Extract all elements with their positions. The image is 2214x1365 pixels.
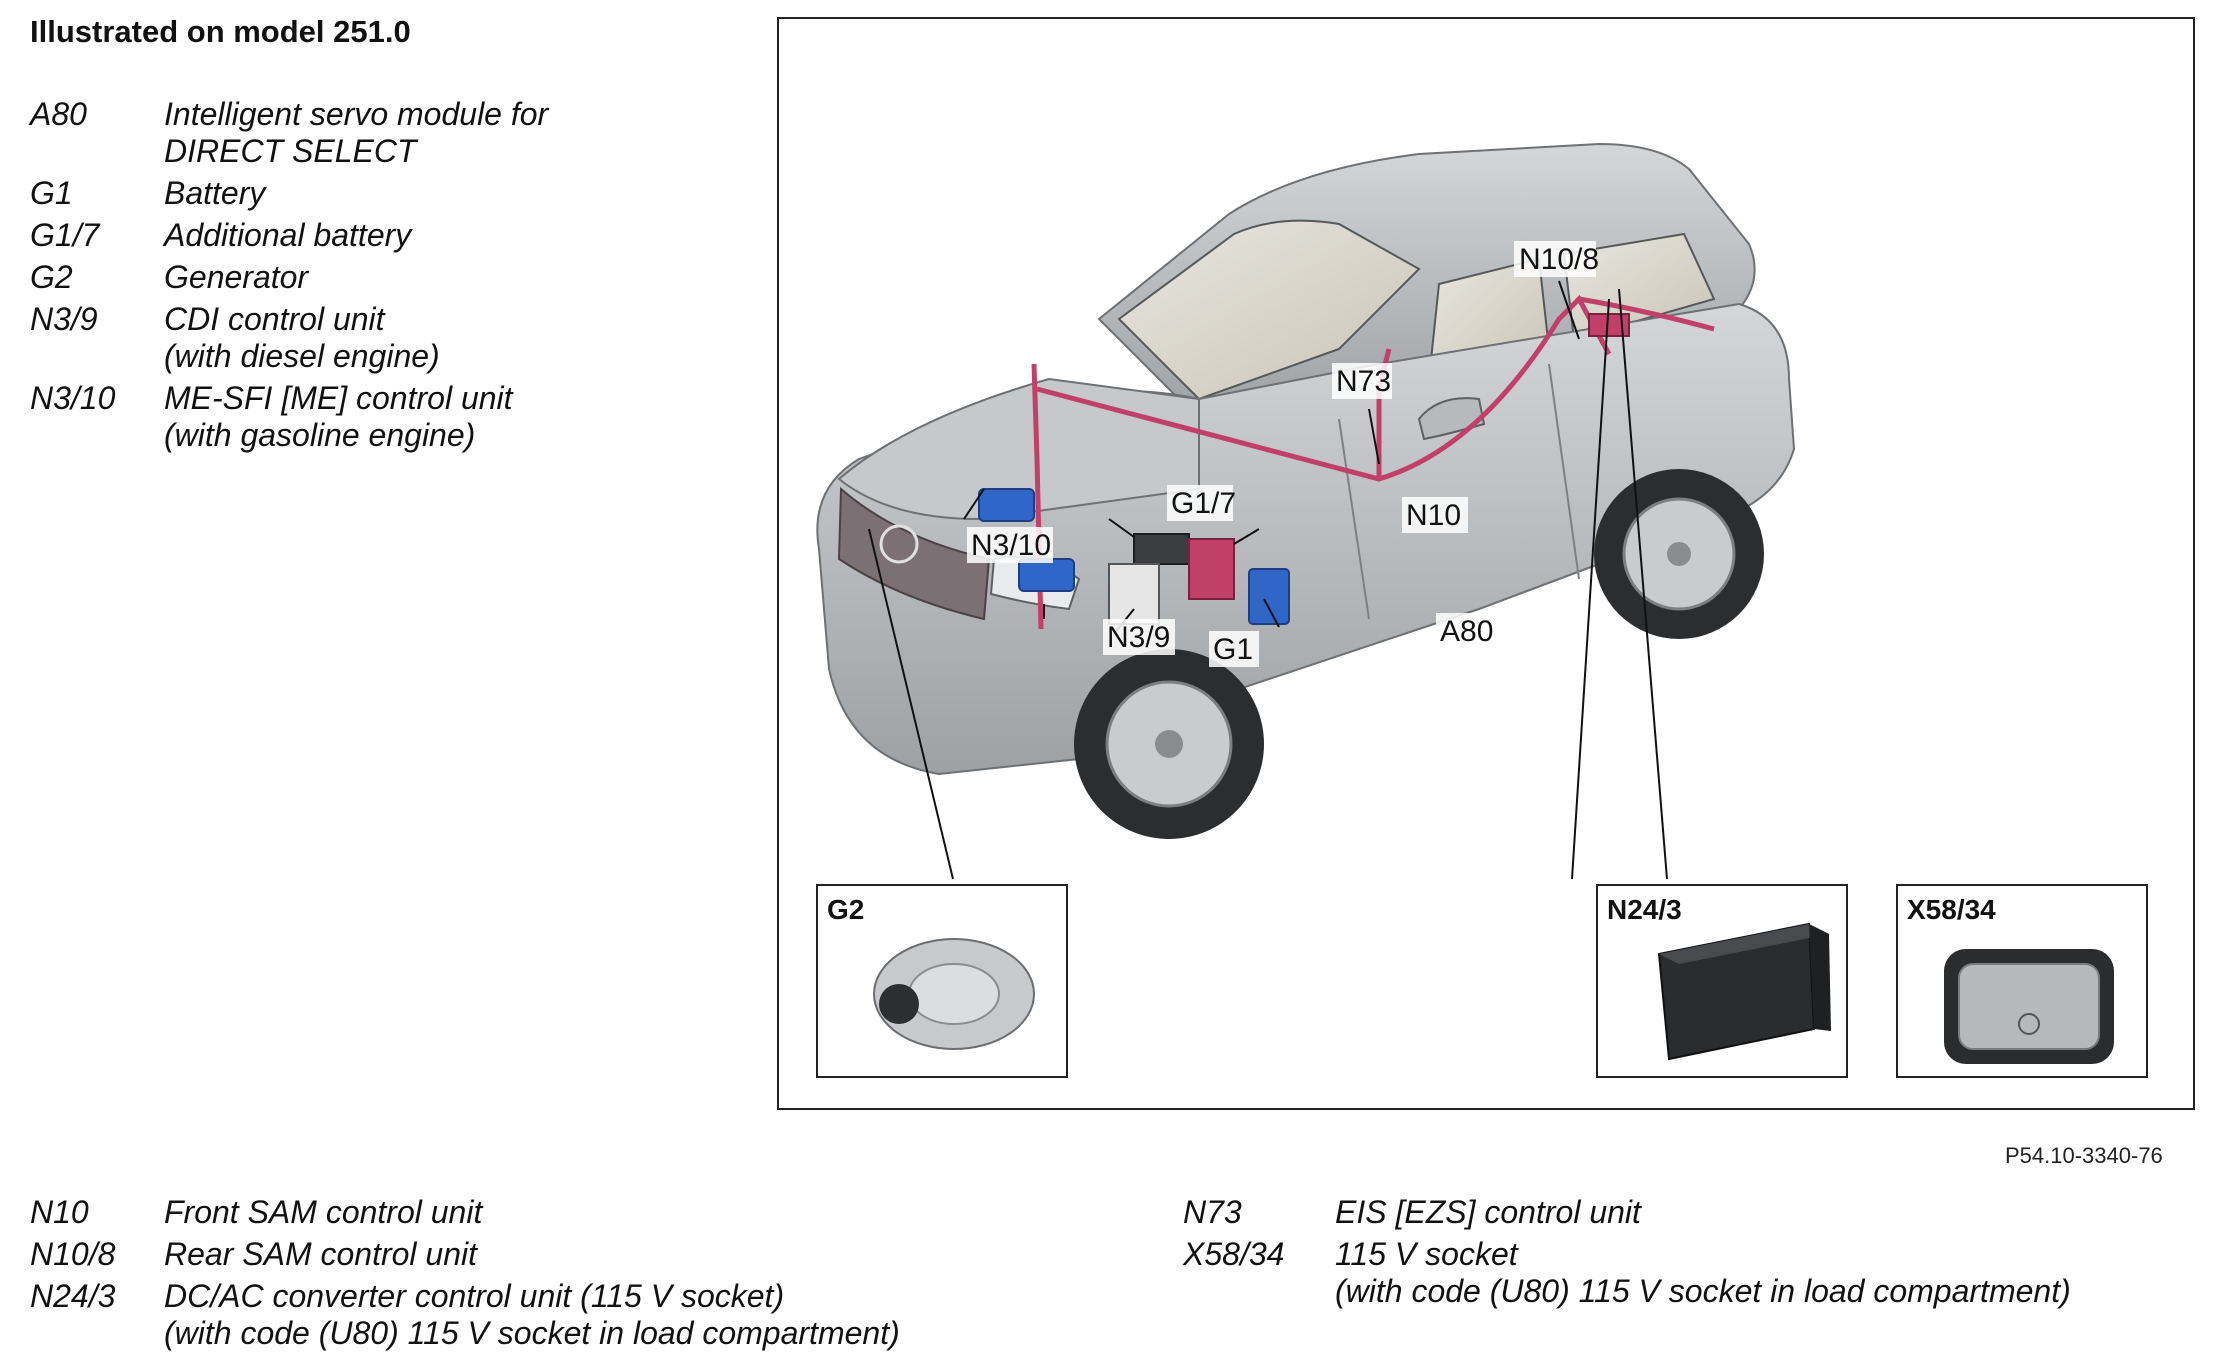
callout-n3-10: N3/10 [971, 529, 1051, 562]
callout-g1-7: G1/7 [1171, 487, 1236, 520]
legend-code: N24/3 [30, 1278, 116, 1314]
legend-entry: G1/7 Additional battery [30, 217, 750, 254]
legend-code: N10 [30, 1194, 89, 1230]
leader-lines [868, 280, 1668, 880]
inset-g2-label: G2 [827, 894, 864, 925]
page-title: Illustrated on model 251.0 [30, 14, 411, 49]
legend-description: Rear SAM control unit [164, 1236, 478, 1272]
callout-g1: G1 [1213, 633, 1253, 666]
car-body [816, 142, 1796, 839]
legend-description: Intelligent servo module for DIRECT SELE… [164, 96, 549, 169]
g1-7-unit [1133, 533, 1190, 565]
vehicle-illustration: N10/8 N73 G1/7 N10 N3/10 N3/9 G1 A80 G2 [816, 142, 2148, 1078]
inset-n24-3-label: N24/3 [1607, 894, 1682, 925]
inset-g2: G2 [816, 884, 1068, 1078]
legend-code: G1/7 [30, 217, 100, 253]
legend-entry: N3/9 CDI control unit (with diesel engine… [30, 301, 750, 375]
legend-entry: N10 Front SAM control unit [30, 1194, 1070, 1231]
n10-unit [1188, 538, 1235, 600]
callout-n73: N73 [1336, 365, 1391, 398]
legend-code: N10/8 [30, 1236, 116, 1272]
control-units [978, 313, 1630, 625]
legend-code: N73 [1183, 1194, 1242, 1230]
callout-n3-9: N3/9 [1107, 621, 1170, 654]
callout-a80: A80 [1440, 615, 1493, 648]
legend-top: A80 Intelligent servo module for DIRECT S… [30, 96, 750, 459]
inset-n24-3: N24/3 [1596, 884, 1848, 1078]
legend-entry: N73 EIS [EZS] control unit [1183, 1194, 2183, 1231]
legend-entry: X58/34 115 V socket (with code (U80) 115 … [1183, 1236, 2183, 1310]
legend-description: Front SAM control unit [164, 1194, 483, 1230]
legend-description: ME-SFI [ME] control unit (with gasoline … [164, 380, 513, 453]
n3-9-unit [1018, 558, 1075, 592]
vehicle-illustration-frame: N10/8 N73 G1/7 N10 N3/10 N3/9 G1 A80 G2 [777, 17, 2195, 1110]
legend-code: N3/9 [30, 301, 98, 337]
legend-code: G1 [30, 175, 73, 211]
legend-description: 115 V socket (with code (U80) 115 V sock… [1335, 1236, 2071, 1309]
inset-x58-34: X58/34 [1896, 884, 2148, 1078]
figure-reference: P54.10-3340-76 [2005, 1143, 2163, 1168]
legend-description: EIS [EZS] control unit [1335, 1194, 1641, 1230]
legend-code: A80 [30, 96, 87, 132]
legend-entry: N24/3 DC/AC converter control unit (115 V… [30, 1278, 1070, 1352]
legend-description: Additional battery [164, 217, 412, 253]
legend-code: N3/10 [30, 380, 116, 416]
legend-description: CDI control unit (with diesel engine) [164, 301, 440, 374]
inset-x58-34-label: X58/34 [1907, 894, 1996, 925]
legend-description: DC/AC converter control unit (115 V sock… [164, 1278, 900, 1351]
legend-entry: G2 Generator [30, 259, 750, 296]
legend-code: G2 [30, 259, 73, 295]
callout-n10-8: N10/8 [1519, 243, 1599, 276]
callout-labels: N10/8 N73 G1/7 N10 N3/10 N3/9 G1 A80 [967, 241, 1599, 667]
legend-entry: G1 Battery [30, 175, 750, 212]
legend-entry: A80 Intelligent servo module for DIRECT S… [30, 96, 750, 170]
g1-unit [1108, 563, 1160, 625]
legend-entry: N3/10 ME-SFI [ME] control unit (with gaso… [30, 380, 750, 454]
legend-code: X58/34 [1183, 1236, 1285, 1272]
callout-n10: N10 [1406, 499, 1461, 532]
legend-entry: N10/8 Rear SAM control unit [30, 1236, 1070, 1273]
legend-description: Generator [164, 259, 309, 295]
n3-10-unit [978, 488, 1035, 522]
a80-unit [1248, 568, 1290, 625]
legend-description: Battery [164, 175, 266, 211]
